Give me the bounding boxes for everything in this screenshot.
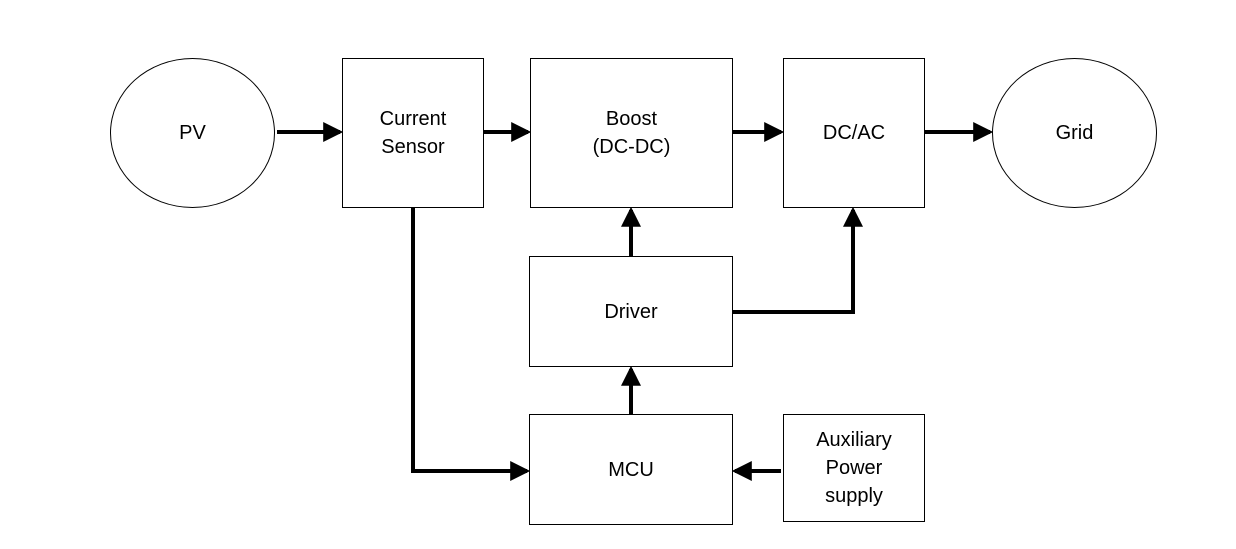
node-mcu-label: MCU bbox=[608, 458, 654, 481]
node-grid-label: Grid bbox=[1055, 122, 1094, 144]
node-driver-label: Driver bbox=[604, 300, 658, 323]
node-boost-dc-dc[interactable]: Boost (DC-DC) bbox=[530, 58, 733, 208]
node-driver[interactable]: Driver bbox=[529, 256, 733, 367]
edge-driver-to-dcac bbox=[733, 206, 863, 314]
node-boost-dc-dc-label: Boost (DC-DC) bbox=[592, 108, 671, 158]
node-dc-ac-label: DC/AC bbox=[822, 122, 886, 144]
node-mcu[interactable]: MCU bbox=[529, 414, 733, 525]
node-grid[interactable]: Grid bbox=[992, 58, 1157, 208]
node-pv[interactable]: PV bbox=[110, 58, 275, 208]
node-current-sensor[interactable]: Current Sensor bbox=[342, 58, 484, 208]
node-dc-ac[interactable]: DC/AC bbox=[783, 58, 925, 208]
node-auxiliary-power-supply-label: Auxiliary Power supply bbox=[816, 429, 892, 507]
edge-sensor-to-mcu bbox=[411, 208, 531, 481]
node-current-sensor-label: Current Sensor bbox=[379, 108, 447, 158]
node-auxiliary-power-supply[interactable]: Auxiliary Power supply bbox=[783, 414, 925, 522]
node-pv-label: PV bbox=[179, 122, 206, 144]
